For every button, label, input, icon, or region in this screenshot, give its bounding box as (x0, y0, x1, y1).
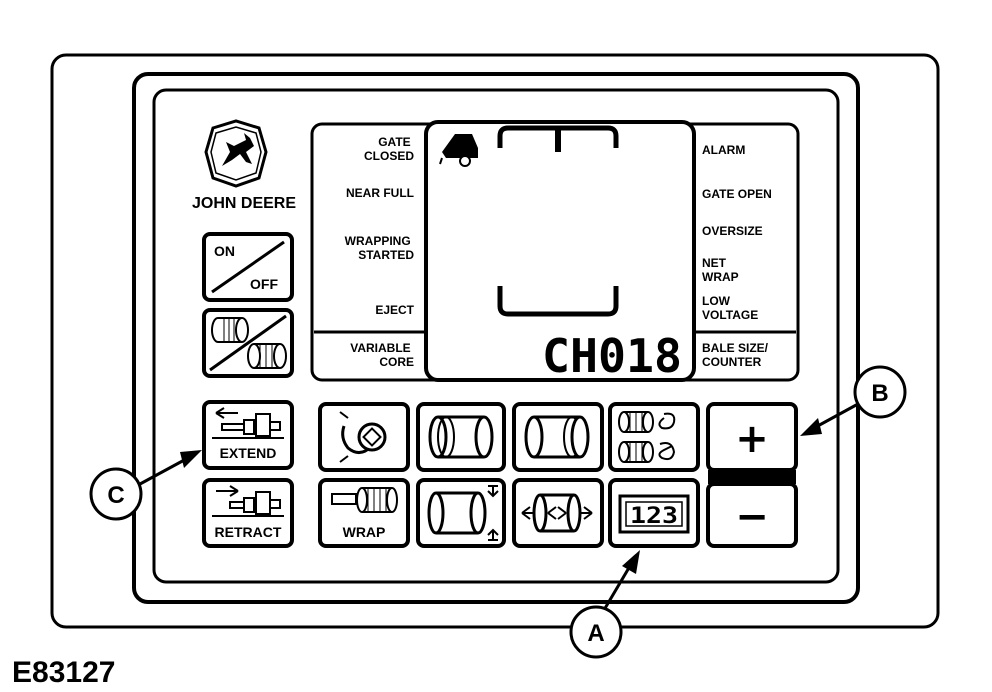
gate-closed-label: GATE CLOSED (364, 135, 414, 163)
bale-right-icon (524, 415, 590, 459)
lcd-readout: CH018 (542, 329, 682, 383)
near-full-label: NEAR FULL (346, 186, 414, 200)
svg-text:B: B (871, 380, 888, 407)
bale-chamber-top-icon (497, 125, 619, 152)
retract-label: RETRACT (215, 524, 282, 540)
lcd-screen (424, 120, 696, 382)
bale-shape-button[interactable] (512, 478, 604, 548)
deer-logo-icon (204, 119, 268, 188)
figure-id: E83127 (12, 656, 115, 689)
bale-roll-button-1[interactable] (416, 402, 506, 472)
plus-minus-divider (708, 470, 796, 484)
on-label: ON (214, 243, 235, 259)
bale-chamber-bottom-icon (497, 286, 619, 317)
baler-icon (439, 134, 478, 167)
cut-knife-button[interactable] (318, 402, 410, 472)
counter-digits: 123 (630, 504, 678, 529)
wrap-roll-icon (331, 487, 398, 513)
retract-button[interactable]: RETRACT (202, 478, 294, 548)
extend-arrow-icon (212, 407, 284, 439)
callout-b: B (800, 365, 907, 436)
svg-text:A: A (587, 620, 604, 647)
bale-size-button[interactable] (416, 478, 506, 548)
on-off-button[interactable]: ON OFF (202, 232, 294, 302)
plus-button[interactable]: + (706, 402, 798, 472)
svg-text:C: C (107, 482, 124, 509)
minus-label: − (735, 494, 769, 540)
extend-button[interactable]: EXTEND (202, 400, 294, 470)
bale-diameter-icon (427, 485, 499, 541)
net-wrap-label: NET WRAP (702, 256, 739, 284)
net-roll-icon (211, 317, 249, 343)
retract-arrow-icon (212, 485, 284, 517)
variable-core-label: VARIABLE CORE (350, 341, 414, 369)
minus-button[interactable]: − (706, 482, 798, 548)
wrap-button[interactable]: WRAP (318, 478, 410, 548)
bale-counter-button[interactable]: 123 (608, 478, 700, 548)
twine-roll-icon (247, 343, 287, 369)
bale-roll-button-2[interactable] (512, 402, 604, 472)
plus-label: + (735, 416, 769, 462)
gate-open-label: GATE OPEN (702, 187, 772, 201)
wrap-label: WRAP (343, 524, 386, 540)
bale-size-counter-label: BALE SIZE/ COUNTER (702, 341, 771, 369)
bale-left-icon (428, 415, 494, 459)
brand-name: JOHN DEERE (192, 195, 296, 212)
low-voltage-label: LOW VOLTAGE (702, 294, 758, 322)
wrapping-started-label: WRAPPING STARTED (345, 234, 415, 262)
bale-shape-arrows-icon (521, 493, 593, 533)
knife-roll-icon (339, 411, 387, 463)
wrap-mode-toggle-button[interactable] (202, 308, 294, 378)
oversize-label: OVERSIZE (702, 224, 763, 238)
net-twine-select-button[interactable] (608, 402, 700, 472)
extend-label: EXTEND (220, 445, 277, 461)
callout-a: A (569, 550, 640, 659)
off-label: OFF (250, 276, 278, 292)
net-twine-icon (618, 411, 676, 463)
eject-label: EJECT (375, 303, 414, 317)
callout-c: C (89, 450, 202, 521)
alarm-label: ALARM (702, 143, 745, 157)
